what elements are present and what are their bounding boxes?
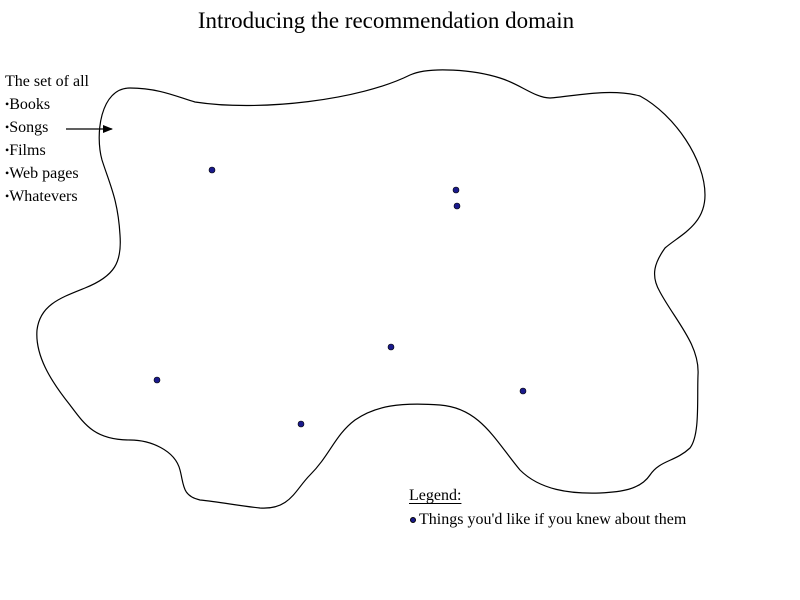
set-item-label: Songs <box>9 119 49 136</box>
liked-item-dot <box>387 343 395 351</box>
set-item-label: Books <box>9 96 51 113</box>
liked-item-dot <box>297 420 305 428</box>
liked-item-dot <box>453 202 461 210</box>
set-heading: The set of all <box>5 73 89 90</box>
set-description: The set of all •Books •Songs •Films •Web… <box>5 71 89 208</box>
set-item-label: Web pages <box>9 165 79 182</box>
set-item-list: •Books •Songs •Films •Web pages •Whateve… <box>5 93 89 208</box>
legend-dot-icon <box>410 517 416 523</box>
set-item-whatevers: •Whatevers <box>5 185 89 208</box>
set-item-label: Whatevers <box>9 188 78 205</box>
set-item-films: •Films <box>5 139 89 162</box>
legend-entry-label: Things you'd like if you knew about them <box>419 511 687 528</box>
bullet-icon: • <box>5 120 10 134</box>
bullet-icon: • <box>5 166 10 180</box>
slide-title: Introducing the recommendation domain <box>197 8 575 33</box>
legend: Legend: Things you'd like if you knew ab… <box>409 485 686 531</box>
bullet-icon: • <box>5 189 10 203</box>
legend-title: Legend: <box>409 487 462 504</box>
set-item-books: •Books <box>5 93 89 116</box>
item-dots <box>153 166 527 428</box>
set-item-web-pages: •Web pages <box>5 162 89 185</box>
legend-entry: Things you'd like if you knew about them <box>409 509 686 531</box>
bullet-icon: • <box>5 97 10 111</box>
liked-item-dot <box>519 387 527 395</box>
set-item-songs: •Songs <box>5 116 89 139</box>
domain-blob-outline <box>36 69 706 509</box>
liked-item-dot <box>153 376 161 384</box>
set-item-label: Films <box>9 142 46 159</box>
liked-item-dot <box>208 166 216 174</box>
liked-item-dot <box>452 186 460 194</box>
bullet-icon: • <box>5 143 10 157</box>
